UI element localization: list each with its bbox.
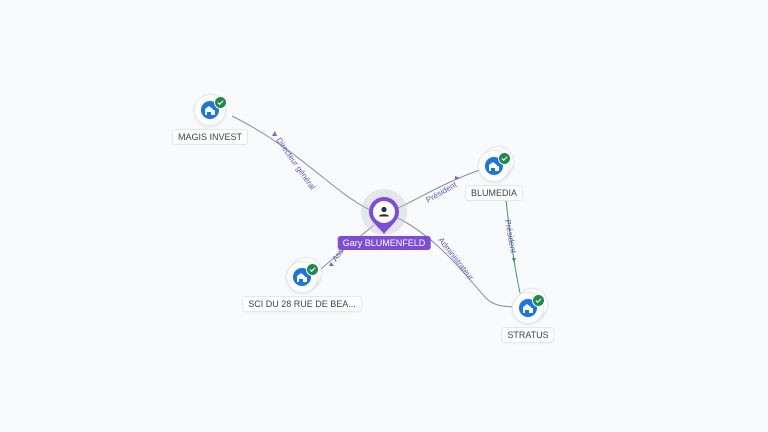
company-label: SCI DU 28 RUE DE BEA... bbox=[243, 297, 361, 311]
company-label: MAGIS INVEST bbox=[172, 130, 248, 144]
person-icon bbox=[369, 197, 399, 234]
arrow-head bbox=[272, 131, 277, 136]
verified-check-icon bbox=[214, 96, 227, 109]
person-name-label: Gary BLUMENFELD bbox=[337, 236, 431, 250]
company-label: STRATUS bbox=[502, 328, 554, 342]
edge-label-president-blumedia-stratus: Président bbox=[503, 219, 518, 255]
edge-person-magis bbox=[231, 115, 371, 211]
arrow-head bbox=[455, 176, 460, 180]
verified-check-icon bbox=[532, 294, 545, 307]
company-label: BLUMEDIA bbox=[465, 186, 523, 200]
arrow-head bbox=[512, 258, 516, 263]
edge-label-directeur: Directeur général bbox=[274, 136, 317, 192]
arrow-head bbox=[329, 262, 334, 266]
edge-person-sci bbox=[317, 224, 375, 273]
verified-check-icon bbox=[498, 152, 511, 165]
edge-label-administrateur: Administrateur bbox=[436, 236, 475, 282]
edge-person-blumedia bbox=[397, 169, 481, 209]
verified-check-icon bbox=[306, 263, 319, 276]
